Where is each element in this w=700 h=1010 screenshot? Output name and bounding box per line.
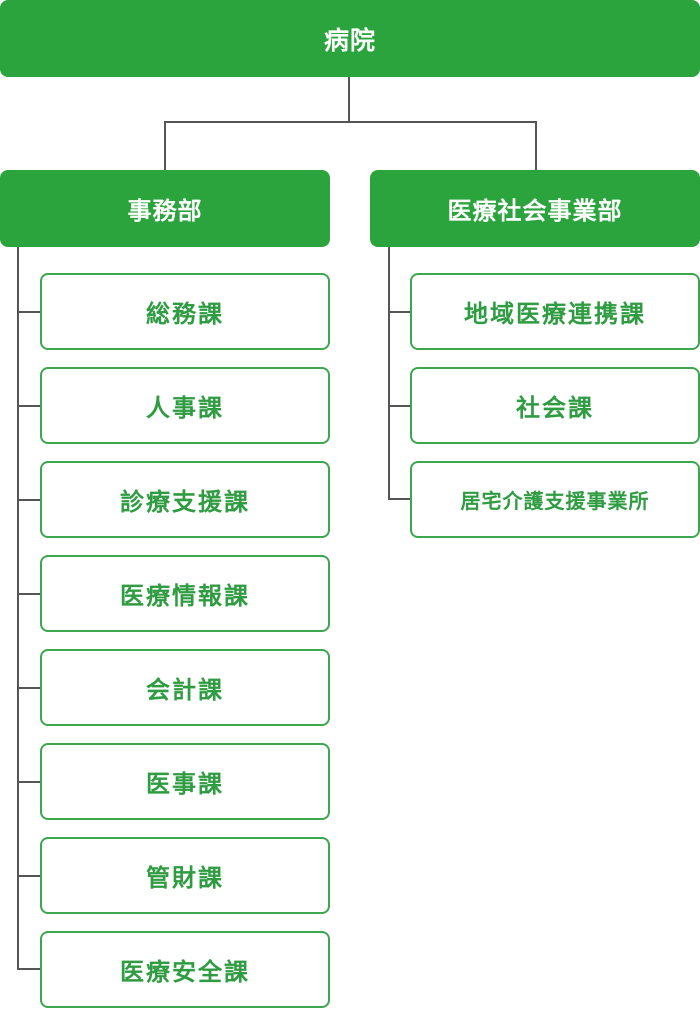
section-label: 社会課 bbox=[516, 394, 594, 422]
section-accounting: 会計課 bbox=[40, 649, 330, 726]
connector-right-branch bbox=[388, 498, 410, 500]
section-label: 地域医療連携課 bbox=[464, 300, 646, 328]
section-clinical-support: 診療支援課 bbox=[40, 461, 330, 538]
connector-left-branch bbox=[17, 687, 40, 689]
section-label: 管財課 bbox=[146, 864, 224, 892]
section-general-affairs: 総務課 bbox=[40, 273, 330, 350]
section-label: 医事課 bbox=[146, 770, 224, 798]
connector-left-branch bbox=[17, 875, 40, 877]
connector-horizontal bbox=[164, 121, 537, 123]
section-home-care-support-office: 居宅介護支援事業所 bbox=[410, 461, 700, 538]
connector-root-down bbox=[348, 77, 350, 123]
connector-left-branch bbox=[17, 781, 40, 783]
connector-left-drop bbox=[164, 121, 166, 170]
section-regional-medical-cooperation: 地域医療連携課 bbox=[410, 273, 700, 350]
section-label: 総務課 bbox=[146, 300, 224, 328]
department-administration: 事務部 bbox=[0, 170, 330, 247]
department-label: 事務部 bbox=[127, 197, 203, 225]
connector-left-branch bbox=[17, 499, 40, 501]
department-label: 医療社会事業部 bbox=[447, 197, 623, 225]
section-label: 医療安全課 bbox=[120, 958, 250, 986]
department-medical-social-services: 医療社会事業部 bbox=[370, 170, 700, 247]
section-label: 医療情報課 bbox=[120, 582, 250, 610]
connector-left-branch bbox=[17, 405, 40, 407]
section-medical-information: 医療情報課 bbox=[40, 555, 330, 632]
connector-left-branch bbox=[17, 968, 40, 970]
connector-right-trunk bbox=[388, 247, 390, 500]
section-label: 会計課 bbox=[146, 676, 224, 704]
section-social: 社会課 bbox=[410, 367, 700, 444]
section-label: 居宅介護支援事業所 bbox=[460, 489, 650, 513]
connector-right-drop bbox=[535, 121, 537, 170]
section-medical-safety: 医療安全課 bbox=[40, 931, 330, 1008]
section-human-resources: 人事課 bbox=[40, 367, 330, 444]
connector-left-branch bbox=[17, 311, 40, 313]
connector-left-trunk bbox=[17, 247, 19, 970]
section-label: 診療支援課 bbox=[120, 488, 250, 516]
org-root-label: 病院 bbox=[323, 25, 376, 55]
org-root-hospital: 病院 bbox=[0, 0, 700, 77]
connector-right-branch bbox=[388, 311, 410, 313]
section-label: 人事課 bbox=[146, 394, 224, 422]
connector-left-branch bbox=[17, 593, 40, 595]
section-property-management: 管財課 bbox=[40, 837, 330, 914]
section-medical-affairs: 医事課 bbox=[40, 743, 330, 820]
connector-right-branch bbox=[388, 405, 410, 407]
